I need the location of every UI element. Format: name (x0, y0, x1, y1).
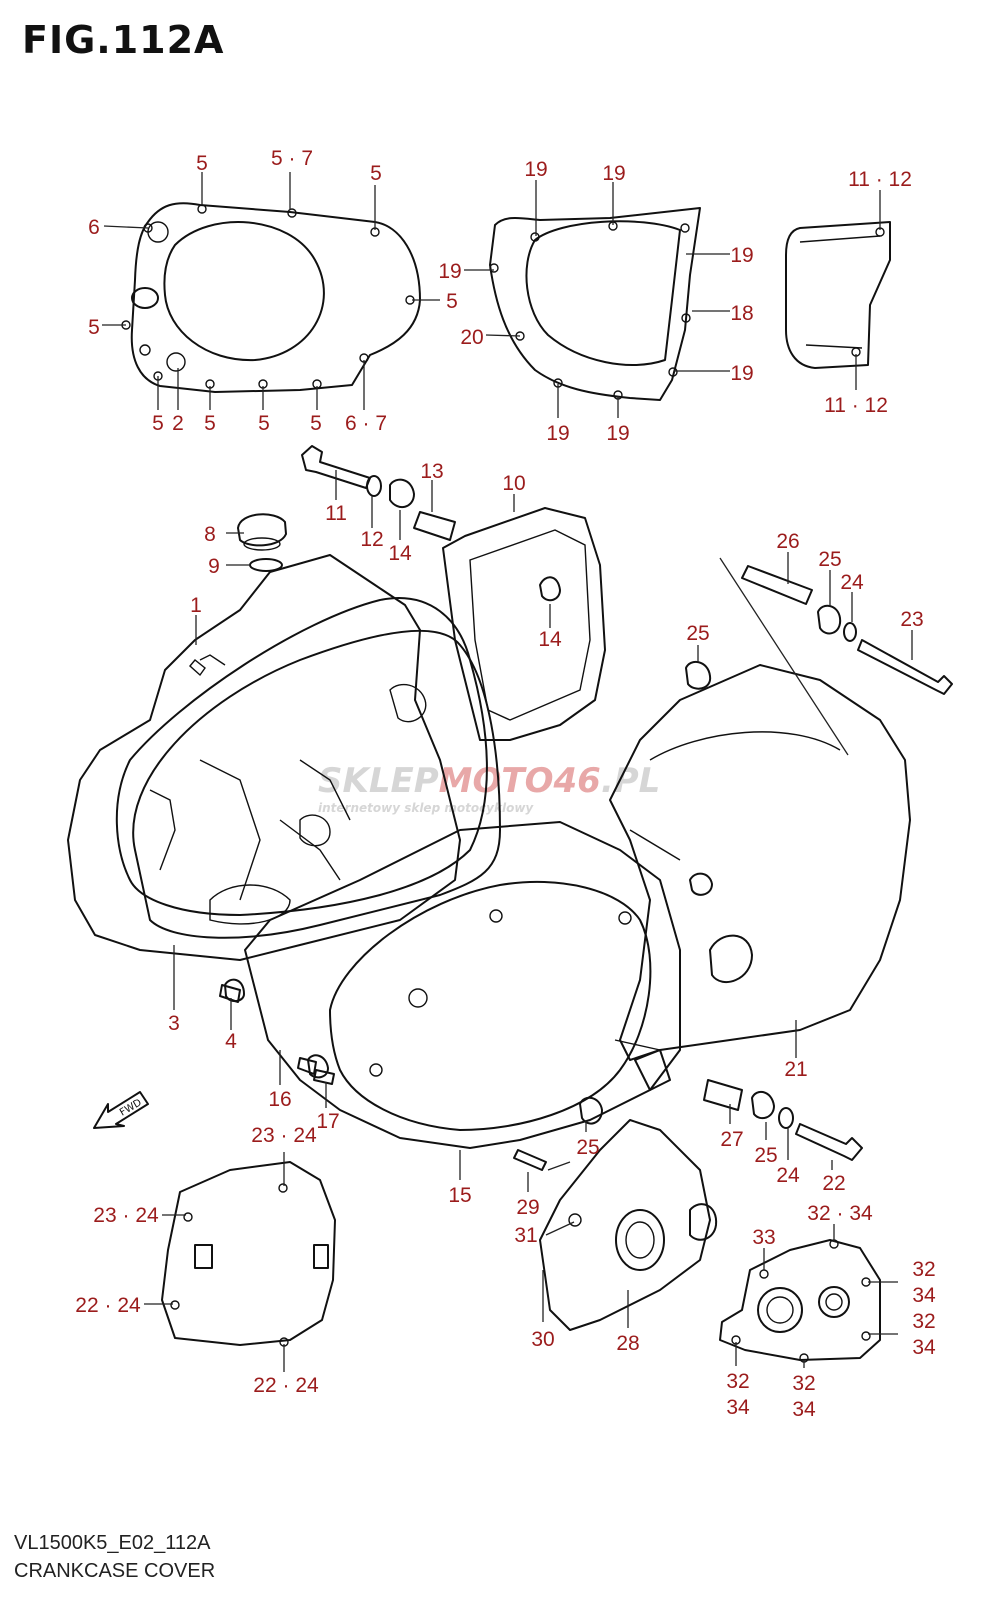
callout-label: 5 · 7 (271, 147, 313, 170)
callout-label: 32 (726, 1370, 749, 1393)
callout-label: 14 (388, 542, 412, 565)
callout-label: 33 (752, 1226, 775, 1249)
callout-label: 34 (912, 1336, 936, 1359)
gasket-inner (132, 629, 501, 939)
callout-label: 5 (152, 412, 164, 435)
model-code: VL1500K5_E02_112A (14, 1532, 211, 1554)
callout-label: 19 (546, 422, 569, 445)
watermark-left: SKLEP (318, 761, 439, 801)
callout-label: 25 (576, 1136, 599, 1159)
small-cover (785, 221, 891, 369)
callout-label: 5 (446, 290, 458, 313)
watermark-accent: MOTO46 (439, 761, 601, 801)
cover-plate (161, 1161, 336, 1347)
callout-label: 24 (776, 1164, 800, 1187)
leader-lines (102, 172, 913, 1372)
callout-label: 19 (730, 244, 753, 267)
callout-label: 21 (784, 1058, 807, 1081)
callout-label: 34 (792, 1398, 816, 1421)
callout-label: 5 (370, 162, 382, 185)
callout-label: 4 (225, 1030, 237, 1053)
callout-label: 8 (204, 523, 216, 546)
figure-title: FIG.112A (22, 18, 225, 62)
callout-label: 29 (516, 1196, 539, 1219)
clutch-cover (121, 202, 421, 393)
dowel-pins (219, 984, 335, 1085)
callout-label: 25 (818, 548, 841, 571)
bolt-cushion-set (301, 445, 456, 541)
callout-label: 19 (730, 362, 753, 385)
callout-label: 2 (172, 412, 184, 435)
callout-label: 5 (310, 412, 322, 435)
cushion-bolt-set-right (579, 565, 953, 1161)
callout-label: 19 (524, 158, 547, 181)
callout-label: 23 (900, 608, 923, 631)
callout-label: 13 (420, 460, 443, 483)
callout-label: 22 · 24 (253, 1374, 319, 1397)
forward-arrow-icon: FWD (93, 1091, 149, 1129)
sprocket-cover (489, 207, 701, 401)
callout-label: 11 (325, 502, 347, 525)
callout-label: 23 · 24 (251, 1124, 317, 1147)
cover-guide-line (719, 557, 849, 756)
callout-label: 5 (258, 412, 270, 435)
callout-label: 26 (776, 530, 799, 553)
callout-label: 34 (726, 1396, 750, 1419)
callout-label: 30 (531, 1328, 554, 1351)
callout-label: 14 (538, 628, 562, 651)
callout-label: 9 (208, 555, 220, 578)
callout-label: 34 (912, 1284, 936, 1307)
callout-label: 22 · 24 (75, 1294, 141, 1317)
pin (513, 1149, 547, 1171)
callout-label: 19 (606, 422, 629, 445)
callout-label: 15 (448, 1184, 471, 1207)
bracket-cover (442, 507, 606, 741)
callout-labels: 5 5 · 7 5 6 5 5 5 2 5 5 5 6 · 7 19 19 19… (75, 147, 936, 1421)
callout-label: 31 (514, 1224, 537, 1247)
callout-label: 16 (268, 1088, 291, 1111)
callout-label: 12 (360, 528, 383, 551)
watermark-right: .PL (601, 761, 661, 801)
callout-label: 6 · 7 (345, 412, 387, 435)
oil-filler-cap (237, 513, 287, 572)
watermark-subtitle: internetowy sklep motocyklowy (318, 801, 534, 815)
callout-label: 32 (792, 1372, 815, 1395)
callout-label: 5 (196, 152, 208, 175)
callout-label: 19 (602, 162, 625, 185)
callout-label: 11 · 12 (848, 168, 912, 191)
callout-label: 5 (88, 316, 100, 339)
callout-label: 20 (460, 326, 483, 349)
pump-cover (719, 1239, 881, 1363)
crankcase-cover-right (609, 664, 911, 1091)
diagram-caption: CRANKCASE COVER (14, 1560, 216, 1582)
callout-label: 32 · 34 (807, 1202, 873, 1225)
callout-label: 19 (438, 260, 461, 283)
callout-label: 18 (730, 302, 753, 325)
callout-label: 3 (168, 1012, 180, 1035)
callout-label: 1 (190, 594, 202, 617)
callout-label: 32 (912, 1310, 935, 1333)
callout-label: 10 (502, 472, 525, 495)
callout-label: 28 (616, 1332, 639, 1355)
svg-text:SKLEPMOTO46.PL: SKLEPMOTO46.PL (318, 761, 660, 801)
crankcase-cover-left (67, 554, 488, 961)
callout-label: 24 (840, 571, 864, 594)
watermark: SKLEPMOTO46.PL internetowy sklep motocyk… (318, 761, 660, 815)
callout-label: 17 (316, 1110, 339, 1133)
callout-label: 23 · 24 (93, 1204, 159, 1227)
callout-label: 27 (720, 1128, 743, 1151)
crankcase-cover-center (224, 821, 681, 1149)
callout-label: 5 (204, 412, 216, 435)
callout-label: 32 (912, 1258, 935, 1281)
callout-label: 22 (822, 1172, 845, 1195)
callout-label: 25 (754, 1144, 777, 1167)
callout-label: 11 · 12 (824, 394, 888, 417)
callout-label: 6 (88, 216, 100, 239)
callout-label: 25 (686, 622, 709, 645)
oil-pump-housing (539, 1119, 718, 1331)
